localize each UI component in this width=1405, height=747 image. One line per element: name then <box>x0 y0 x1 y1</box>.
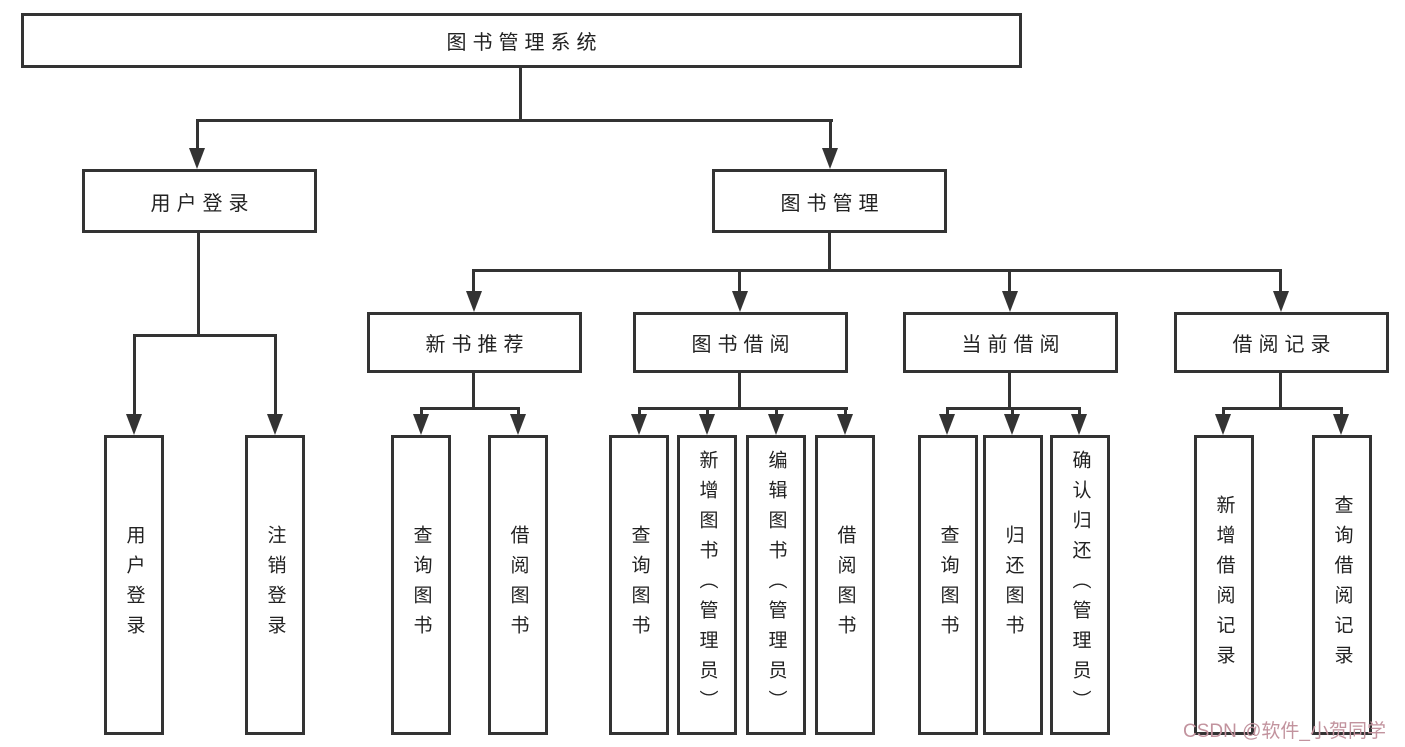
connector-line <box>133 334 277 337</box>
connector-line <box>1222 407 1225 417</box>
connector-line <box>638 407 848 410</box>
connector-line <box>1279 373 1282 409</box>
leaf-query-borrow-record: 查询借阅记录 <box>1312 435 1372 735</box>
leaf-label: 新增图书（管理员） <box>696 450 718 720</box>
arrow-down-icon <box>1215 414 1231 435</box>
node-label: 图书管理 <box>780 192 885 215</box>
connector-line <box>274 334 277 415</box>
connector-line <box>472 373 475 409</box>
connector-line <box>1279 269 1282 292</box>
connector-line <box>738 373 741 409</box>
leaf-label: 查询图书 <box>628 525 650 645</box>
node-label: 图书借阅 <box>691 334 796 356</box>
arrow-down-icon <box>189 148 205 169</box>
leaf-logout: 注销登录 <box>245 435 305 735</box>
connector-line <box>844 407 847 417</box>
arrow-down-icon <box>1071 414 1087 435</box>
connector-line <box>775 407 778 417</box>
connector-line <box>1008 269 1011 292</box>
leaf-borrow-books: 借阅图书 <box>815 435 875 735</box>
leaf-return-books: 归还图书 <box>983 435 1043 735</box>
arrow-down-icon <box>939 414 955 435</box>
node-label: 图书管理系统 <box>446 32 603 54</box>
leaf-edit-books-admin: 编辑图书（管理员） <box>746 435 806 735</box>
connector-line <box>196 119 833 122</box>
node-user-login: 用户登录 <box>82 169 317 233</box>
arrow-down-icon <box>732 291 748 312</box>
leaf-label: 新增借阅记录 <box>1213 495 1235 675</box>
arrow-down-icon <box>466 291 482 312</box>
connector-line <box>420 407 520 410</box>
connector-line <box>946 407 949 417</box>
leaf-user-login: 用户登录 <box>104 435 164 735</box>
connector-line <box>1008 373 1011 409</box>
connector-line <box>829 119 832 151</box>
node-label: 当前借阅 <box>961 334 1066 356</box>
arrow-down-icon <box>1273 291 1289 312</box>
leaf-label: 编辑图书（管理员） <box>765 450 787 720</box>
leaf-query-books: 查询图书 <box>609 435 669 735</box>
node-borrow-records: 借阅记录 <box>1174 312 1389 373</box>
connector-line <box>1222 407 1342 410</box>
leaf-borrow-books: 借阅图书 <box>488 435 548 735</box>
leaf-label: 查询借阅记录 <box>1331 495 1353 675</box>
leaf-label: 查询图书 <box>410 525 432 645</box>
leaf-label: 确认归还（管理员） <box>1069 450 1091 720</box>
leaf-add-books-admin: 新增图书（管理员） <box>677 435 737 735</box>
arrow-down-icon <box>267 414 283 435</box>
leaf-label: 注销登录 <box>264 525 286 645</box>
connector-line <box>196 119 199 151</box>
leaf-query-books: 查询图书 <box>918 435 978 735</box>
connector-line <box>517 407 520 417</box>
leaf-label: 借阅图书 <box>507 525 529 645</box>
node-label: 借阅记录 <box>1232 334 1337 356</box>
arrow-down-icon <box>126 414 142 435</box>
connector-line <box>828 233 831 271</box>
arrow-down-icon <box>631 414 647 435</box>
arrow-down-icon <box>822 148 838 169</box>
leaf-label: 用户登录 <box>123 525 145 645</box>
arrow-down-icon <box>1002 291 1018 312</box>
connector-line <box>1011 407 1014 417</box>
leaf-add-borrow-record: 新增借阅记录 <box>1194 435 1254 735</box>
node-book-borrow: 图书借阅 <box>633 312 848 373</box>
connector-line <box>638 407 641 417</box>
node-new-book-recommend: 新书推荐 <box>367 312 582 373</box>
connector-line <box>472 269 475 292</box>
arrow-down-icon <box>413 414 429 435</box>
connector-line <box>519 68 522 121</box>
leaf-query-books: 查询图书 <box>391 435 451 735</box>
connector-line <box>1078 407 1081 417</box>
node-book-management: 图书管理 <box>712 169 947 233</box>
connector-line <box>420 407 423 417</box>
connector-line <box>706 407 709 417</box>
arrow-down-icon <box>699 414 715 435</box>
arrow-down-icon <box>510 414 526 435</box>
node-current-borrow: 当前借阅 <box>903 312 1118 373</box>
arrow-down-icon <box>1004 414 1020 435</box>
csdn-watermark: CSDN @软件_小贺同学 <box>1183 721 1386 742</box>
connector-line <box>197 233 200 336</box>
leaf-confirm-return-admin: 确认归还（管理员） <box>1050 435 1110 735</box>
connector-line <box>738 269 741 292</box>
connector-line <box>1340 407 1343 417</box>
arrow-down-icon <box>1333 414 1349 435</box>
leaf-label: 借阅图书 <box>834 525 856 645</box>
leaf-label: 查询图书 <box>937 525 959 645</box>
node-label: 用户登录 <box>150 192 255 215</box>
connector-line <box>133 334 136 415</box>
node-library-management-system: 图书管理系统 <box>21 13 1022 68</box>
leaf-label: 归还图书 <box>1002 525 1024 645</box>
connector-line <box>472 269 1282 272</box>
arrow-down-icon <box>768 414 784 435</box>
node-label: 新书推荐 <box>425 334 530 356</box>
arrow-down-icon <box>837 414 853 435</box>
